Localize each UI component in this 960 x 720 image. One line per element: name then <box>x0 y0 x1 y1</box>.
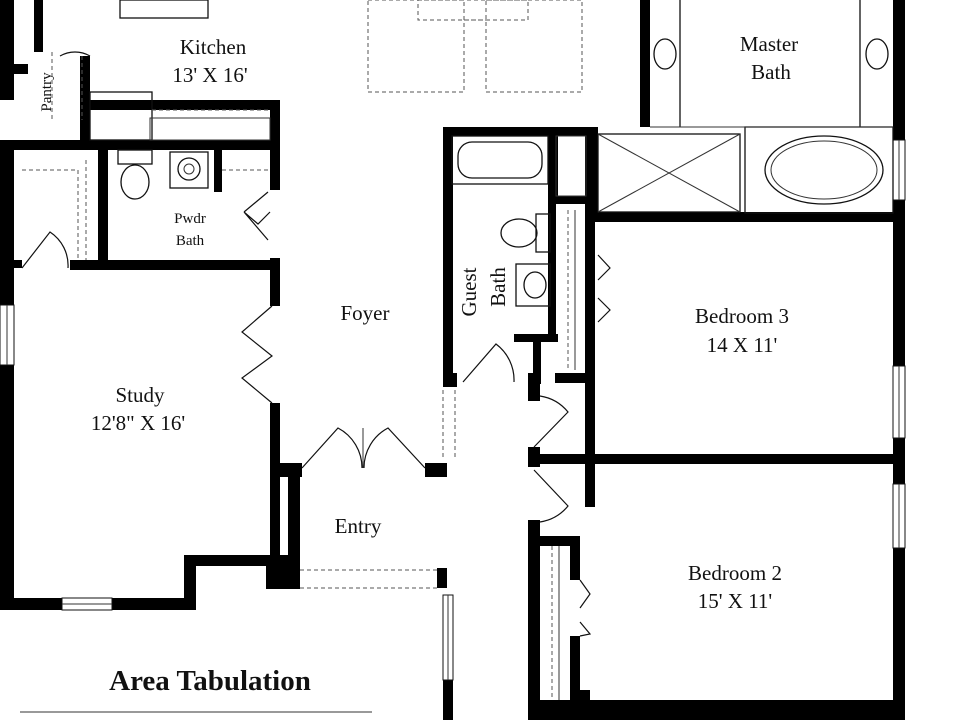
bedroom2-size: 15' X 11' <box>698 589 772 613</box>
bedroom3-size: 14 X 11' <box>707 333 778 357</box>
guest-bath-name-line2: Bath <box>486 267 510 307</box>
area-tabulation-title: Area Tabulation <box>109 665 311 697</box>
study-size: 12'8" X 16' <box>91 411 185 435</box>
pwdr-bath-name-line1: Pwdr <box>174 211 206 227</box>
bedroom2-name: Bedroom 2 <box>688 561 782 585</box>
walls <box>0 0 905 720</box>
foyer-name: Foyer <box>341 301 390 325</box>
kitchen-name: Kitchen <box>180 35 247 59</box>
pwdr-bath-name-line2: Bath <box>176 233 205 249</box>
master-bath-name-line1: Master <box>740 32 798 56</box>
guest-bath-name-line1: Guest <box>457 267 481 316</box>
fixtures <box>20 0 894 713</box>
study-name: Study <box>115 383 165 407</box>
master-bath-name-line2: Bath <box>751 60 791 84</box>
room-labels: Kitchen 13' X 16' Pantry Master Bath Pwd… <box>39 32 798 697</box>
pantry-name: Pantry <box>39 72 55 112</box>
entry-name: Entry <box>335 514 382 538</box>
doors <box>21 191 611 637</box>
windows <box>0 139 906 681</box>
kitchen-size: 13' X 16' <box>172 63 247 87</box>
bedroom3-name: Bedroom 3 <box>695 304 789 328</box>
